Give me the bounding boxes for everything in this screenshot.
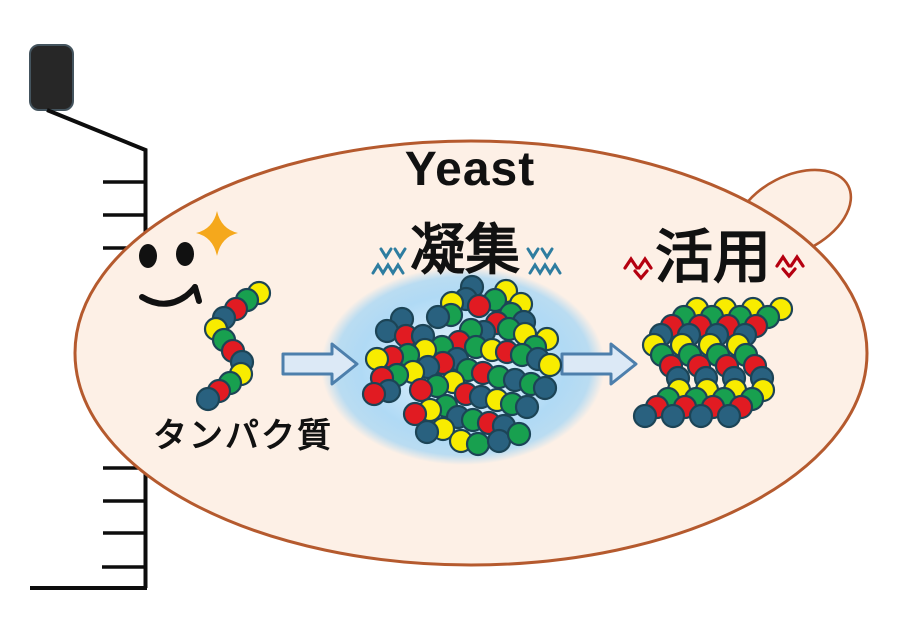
protein-bead: [537, 352, 563, 378]
arrow-right-icon-2: [560, 342, 638, 386]
aggregation-label: 凝集: [409, 219, 520, 281]
scale-stopper: [29, 44, 74, 111]
protein-bead: [716, 403, 742, 429]
smiley-face: [139, 242, 202, 307]
protein-bead: [486, 428, 512, 454]
protein-bead: [195, 386, 221, 412]
yeast-title: Yeast: [404, 143, 536, 196]
protein-bead: [506, 421, 532, 447]
protein-bead: [425, 304, 451, 330]
protein-bead: [465, 431, 491, 457]
protein-bead: [402, 401, 428, 427]
right-eye-icon: [176, 242, 194, 266]
utilization-label: 活用: [654, 225, 771, 290]
utilization-decoration-left: [623, 256, 653, 281]
protein-label: タンパク質: [153, 417, 333, 455]
smile-mouth-tip: [192, 284, 202, 304]
utilization-decoration-right: [775, 254, 805, 279]
scale-ticks: [102, 180, 146, 569]
fibril-chains: [632, 296, 794, 429]
protein-bead: [532, 375, 558, 401]
protein-bead: [514, 394, 540, 420]
protein-bead: [408, 377, 434, 403]
aggregate-cluster: [361, 274, 563, 457]
aggregation-decoration-right: [526, 247, 562, 276]
protein-bead: [466, 293, 492, 319]
protein-bead: [660, 403, 686, 429]
protein-bead: [632, 403, 658, 429]
protein-bead: [688, 403, 714, 429]
sparkle-icon: [196, 211, 238, 256]
free-protein-chain: [195, 280, 272, 412]
protein-bead: [414, 419, 440, 445]
protein-bead: [361, 381, 387, 407]
left-eye-icon: [139, 244, 157, 268]
arrow-right-icon-1: [281, 342, 359, 386]
aggregation-decoration-left: [371, 247, 407, 276]
